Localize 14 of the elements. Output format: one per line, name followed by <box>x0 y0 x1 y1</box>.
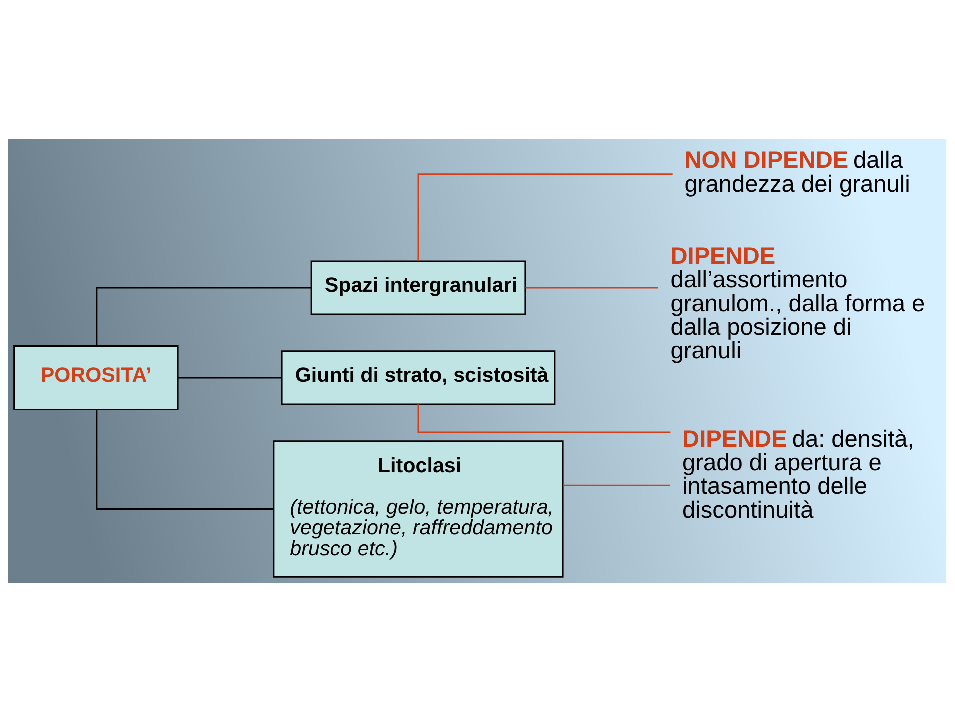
connector <box>96 410 274 510</box>
node-box: Litoclasi (tettonica, gelo, temperatura, vegetazione, raffreddamento brusco etc.) <box>273 440 564 578</box>
node-text: DIPENDE dall’assortimento granulom., dalla forma e dalla posizione di granuli <box>670 244 926 364</box>
node-box: Spazi intergranulari <box>310 260 526 316</box>
connector <box>178 377 282 379</box>
connector <box>563 484 670 486</box>
node-box: POROSITA’ <box>14 346 179 410</box>
node-text: NON DIPENDE dalla grandezza dei granuli <box>684 148 910 198</box>
node-box: Giunti di strato, scistosità <box>281 350 556 406</box>
connector <box>96 287 312 346</box>
node-text: DIPENDE da: densità, grado di apertura e intasamento delle discontinuità <box>682 426 914 524</box>
connector <box>418 404 671 434</box>
connector <box>418 174 673 262</box>
connector <box>526 287 658 289</box>
